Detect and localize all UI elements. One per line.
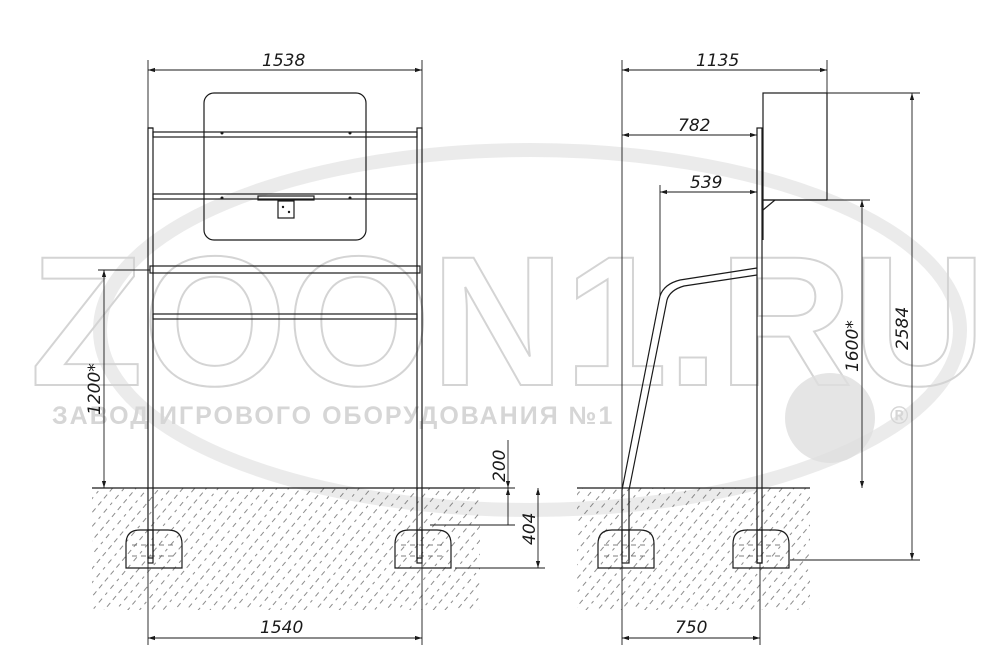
dim-depth-404: 404 [520,513,540,545]
dim-side-total-height: 2584 [893,307,913,350]
watermark: ZOON1.RU ЗАВОД ИГРОВОГО ОБОРУДОВАНИЯ №1 … [29,143,987,517]
dim-depth-200: 200 [490,450,510,482]
ground-left [92,487,480,610]
front-view [125,92,452,569]
dim-front-height: 1200* [85,363,105,415]
footing-side-left [597,529,655,569]
dim-side-total-width: 1135 [696,51,739,71]
front-dimensions: 1538 1540 1200* 200 404 [85,51,545,645]
dim-front-bottom-width: 1540 [260,618,303,638]
board-panel [203,92,367,241]
dim-side-539: 539 [690,173,722,193]
side-dimensions: 1135 782 539 750 1600* 2584 [621,51,920,645]
dim-side-height-1600: 1600* [843,320,863,372]
footing-side-right [732,529,790,569]
dim-side-bottom-width: 750 [675,618,707,638]
footing-left [125,529,183,569]
watermark-registered: ® [890,402,910,430]
watermark-circle [785,373,875,463]
dim-side-782: 782 [678,116,710,136]
ground-right [577,487,810,610]
dim-front-top-width: 1538 [262,51,305,71]
footing-right [394,529,452,569]
watermark-subtitle: ЗАВОД ИГРОВОГО ОБОРУДОВАНИЯ №1 [52,402,614,430]
